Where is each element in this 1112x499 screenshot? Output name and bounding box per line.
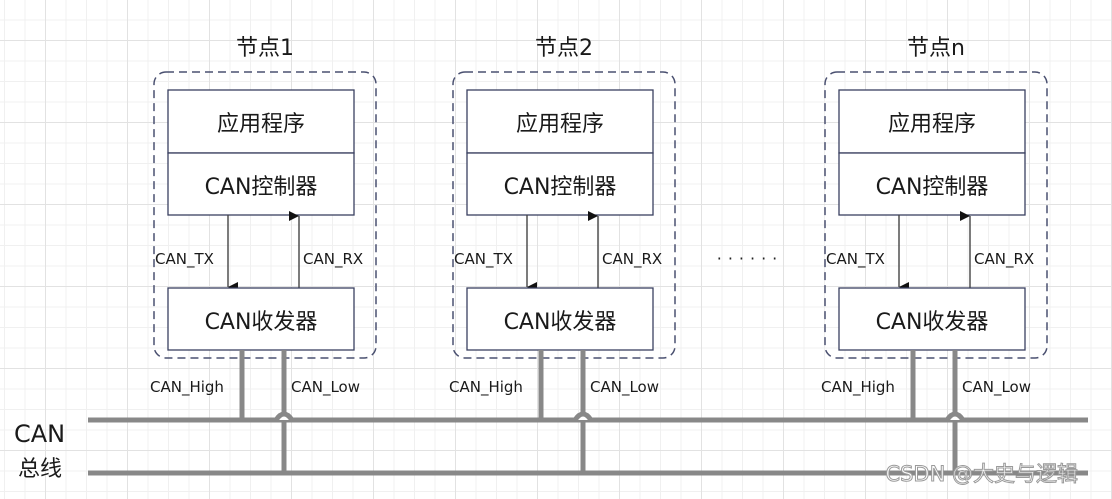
ellipsis: ······ xyxy=(717,249,784,268)
transceiver-box xyxy=(466,287,654,351)
controller-label: CAN控制器 xyxy=(205,175,318,200)
tx-label: CAN_TX xyxy=(826,250,885,269)
line-jump xyxy=(273,411,295,422)
node-container xyxy=(452,71,676,359)
node-title: 节点2 xyxy=(535,36,593,61)
transceiver-label: CAN收发器 xyxy=(504,310,617,335)
controller-label: CAN控制器 xyxy=(876,175,989,200)
line-jump xyxy=(944,411,966,422)
tx-label: CAN_TX xyxy=(454,250,513,269)
can-high-label: CAN_High xyxy=(821,378,895,397)
transceiver-label: CAN收发器 xyxy=(876,310,989,335)
can-high-label: CAN_High xyxy=(449,378,523,397)
node-group: 节点1 应用程序 CAN控制器 CAN_TX CAN_RX CAN收发器 CAN… xyxy=(150,36,377,473)
rx-label: CAN_RX xyxy=(974,250,1034,269)
application-box xyxy=(167,89,355,154)
line-jump xyxy=(572,411,594,422)
transceiver-box xyxy=(167,287,355,351)
application-label: 应用程序 xyxy=(217,112,305,137)
rx-label: CAN_RX xyxy=(303,250,363,269)
can-low-label: CAN_Low xyxy=(962,378,1031,397)
node-group: 节点2 应用程序 CAN控制器 CAN_TX CAN_RX CAN收发器 CAN… xyxy=(449,36,676,473)
watermark: CSDN @大史与逻辑 xyxy=(885,462,1078,486)
controller-box xyxy=(838,152,1026,216)
can-high-label: CAN_High xyxy=(150,378,224,397)
line-jumps xyxy=(273,411,966,422)
transceiver-box xyxy=(838,287,1026,351)
can-low-label: CAN_Low xyxy=(590,378,659,397)
node-container xyxy=(824,71,1048,359)
node-title: 节点1 xyxy=(236,36,294,61)
tx-label: CAN_TX xyxy=(155,250,214,269)
bus-label-line1: CAN xyxy=(14,420,65,448)
node-container xyxy=(153,71,377,359)
application-label: 应用程序 xyxy=(516,112,604,137)
node-group: 节点n 应用程序 CAN控制器 CAN_TX CAN_RX CAN收发器 CAN… xyxy=(821,36,1048,473)
application-label: 应用程序 xyxy=(888,112,976,137)
controller-box xyxy=(167,152,355,216)
can-low-label: CAN_Low xyxy=(291,378,360,397)
node-title: 节点n xyxy=(907,36,965,61)
controller-label: CAN控制器 xyxy=(504,175,617,200)
bus-label-line2: 总线 xyxy=(18,457,62,482)
transceiver-label: CAN收发器 xyxy=(205,310,318,335)
rx-label: CAN_RX xyxy=(602,250,662,269)
application-box xyxy=(838,89,1026,154)
controller-box xyxy=(466,152,654,216)
